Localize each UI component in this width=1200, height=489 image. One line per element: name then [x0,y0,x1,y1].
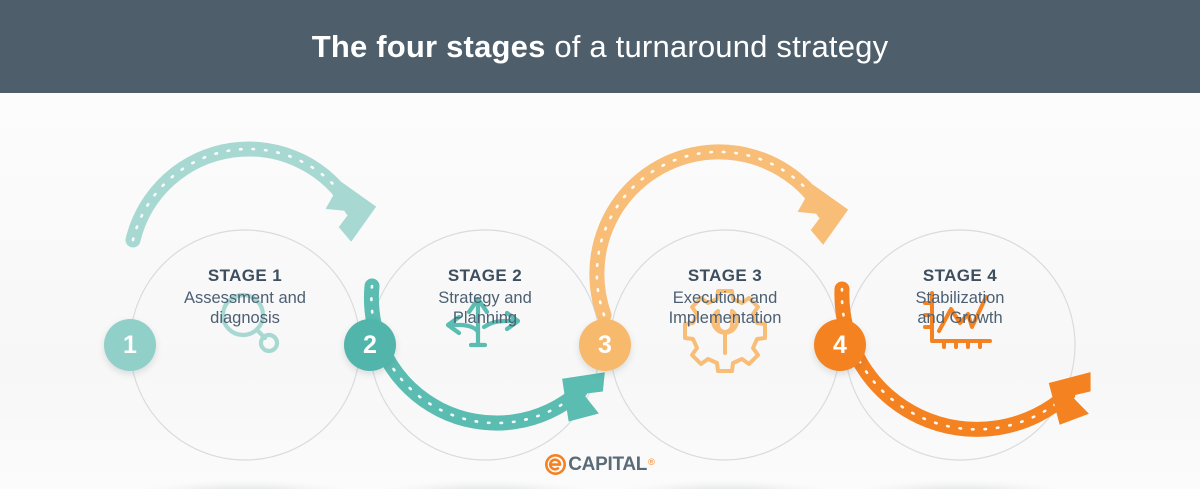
ground-shadows [145,480,1060,489]
stage-badge-2[interactable]: 2 [344,319,396,371]
page-title-light: of a turnaround strategy [545,28,889,64]
arrow-stage-3-to-4 [589,144,849,323]
stage-title-4: STAGE 4 [922,266,998,285]
header-bar: The four stages of a turnaround strategy [0,0,1200,93]
stage-badge-1-number: 1 [123,330,137,359]
stage-desc-2-line2: Planning [452,308,518,327]
logo-wordmark: CAPITAL [568,453,648,475]
stage-badge-2-number: 2 [363,330,377,359]
stage-badge-1[interactable]: 1 [104,319,156,371]
stage-desc-3-line2: Implementation [668,308,782,327]
page-title: The four stages of a turnaround strategy [312,29,889,65]
stage-desc-3-line1: Execution and [672,289,778,308]
stage-title-3: STAGE 3 [687,266,763,285]
stage-text-2: STAGE 2 Strategy and Planning [370,266,600,328]
growth-chart-icon [923,291,992,349]
stage-title-2: STAGE 2 [447,266,523,285]
stage-desc-1-line2: diagnosis [210,308,280,327]
ecapital-logo[interactable]: CAPITAL ® [545,453,655,476]
stage-badge-3-number: 3 [598,330,612,359]
stage-title-1: STAGE 1 [207,266,283,285]
stage-ring-1 [129,229,361,461]
logo-registered-mark: ® [648,456,655,467]
branching-arrows-icon [445,296,521,348]
stage-text-3: STAGE 3 Execution and Implementation [610,266,840,328]
e-circle-icon [545,454,567,475]
page-title-strong: The four stages [311,28,546,64]
stage-badge-4[interactable]: 4 [814,319,866,371]
arrow-stage-1-to-2 [125,141,377,248]
diagram-canvas: 1 2 3 4 STAGE 1 Assessment and diagnosis… [0,93,1200,489]
stage-text-4: STAGE 4 Stabilization and Growth [845,266,1075,328]
stage-badge-3[interactable]: 3 [579,319,631,371]
stage-desc-4-line2: and Growth [917,308,1003,327]
stage-desc-2-line1: Strategy and [438,289,532,308]
stage-desc-1-line1: Assessment and [184,289,306,308]
magnifier-icon [220,292,280,354]
stage-text-1: STAGE 1 Assessment and diagnosis [130,266,360,328]
gear-wrench-icon [683,289,767,373]
stage-desc-4-line1: Stabilization [915,289,1005,308]
footer-bar: CAPITAL ® [0,440,1200,489]
stage-badge-4-number: 4 [833,330,847,359]
